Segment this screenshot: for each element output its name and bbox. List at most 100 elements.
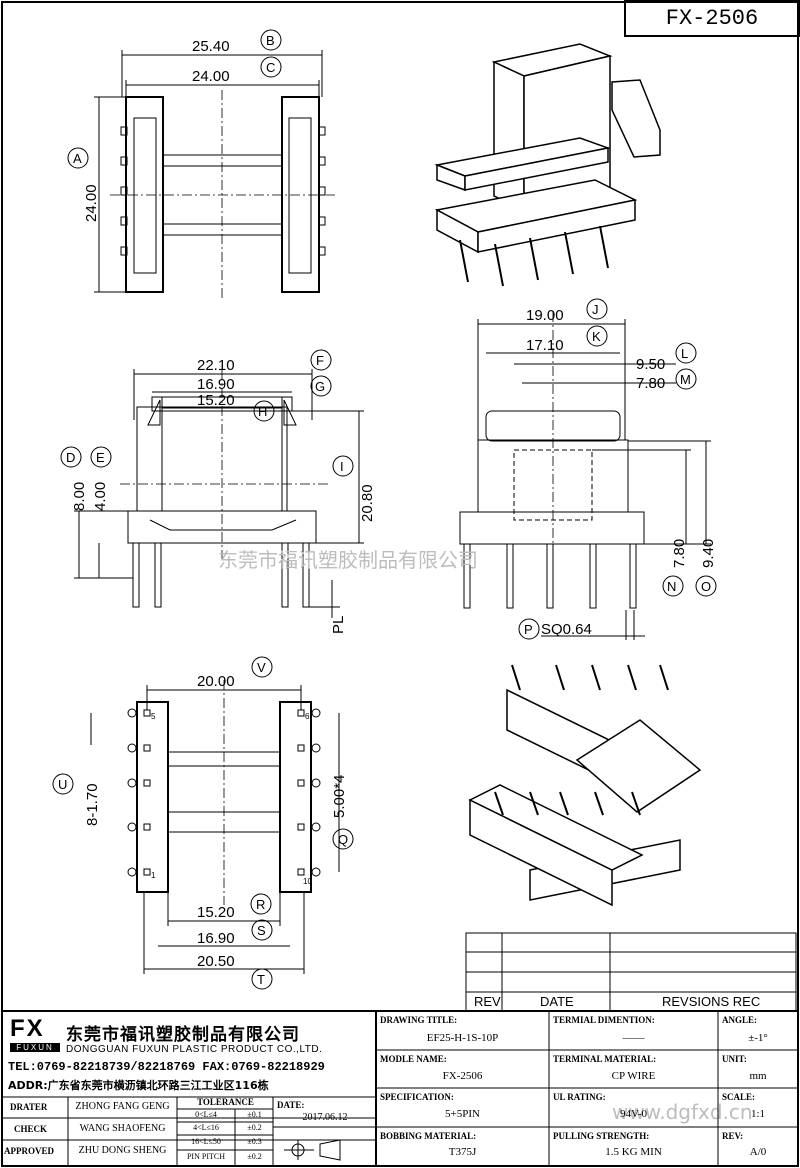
drawing-title-label: DRAWING TITLE: xyxy=(380,1015,458,1025)
dim-q-value: 5.00*4 xyxy=(331,775,348,818)
pin-10-label: 10 xyxy=(303,877,312,886)
company-logo-sub: FUXUN xyxy=(10,1043,60,1052)
scale-value: 1:1 xyxy=(750,1108,766,1120)
dim-h-label: H xyxy=(258,404,267,419)
specification-label: SPECIFICATION: xyxy=(380,1092,454,1102)
dim-f-label: F xyxy=(316,353,324,368)
drater-label: DRATER xyxy=(10,1102,48,1112)
terminal-dimention-label: TERMIAL DIMENTION: xyxy=(553,1015,655,1025)
isometric-view-top xyxy=(434,43,661,287)
dim-h-value: 15.20 xyxy=(197,392,235,409)
module-name-label: MODLE NAME: xyxy=(380,1054,447,1064)
dim-k-label: K xyxy=(592,329,601,344)
dim-c-label: C xyxy=(266,60,275,75)
bobbing-material-label: BOBBING MATERIAL: xyxy=(380,1131,477,1141)
dim-g-value: 16.90 xyxy=(197,376,235,393)
drater-name: ZHONG FANG GENG xyxy=(75,1101,170,1112)
tolerance-value-1: ±0.1 xyxy=(247,1110,262,1119)
tolerance-range-1: 0<L≤4 xyxy=(195,1110,217,1119)
pin-6-label: 6 xyxy=(305,712,310,721)
top-pins xyxy=(120,126,326,256)
dim-pl: PL xyxy=(330,616,347,634)
approved-label: APPROVED xyxy=(4,1146,54,1156)
dim-i-label: I xyxy=(340,459,344,474)
tolerance-title: TOLERANCE xyxy=(197,1097,254,1107)
dim-k-value: 17.10 xyxy=(526,337,564,354)
bottom-left-rail xyxy=(136,701,169,893)
approved-name: ZHU DONG SHENG xyxy=(78,1145,167,1156)
top-right-flange xyxy=(281,96,320,293)
date-label: DATE: xyxy=(277,1100,305,1110)
dim-p-value: SQ0.64 xyxy=(541,621,592,638)
watermark-site: www.dgfxd.cn xyxy=(612,1100,753,1124)
dim-s-value: 16.90 xyxy=(197,930,235,947)
module-name-value: FX-2506 xyxy=(442,1070,483,1082)
bottom-right-rail xyxy=(279,701,312,893)
ul-rating-label: UL RATING: xyxy=(553,1092,606,1102)
dim-d-value: 8.00 xyxy=(71,482,88,511)
tolerance-value-4: ±0.2 xyxy=(247,1152,262,1161)
revisions-header: REVSIONS REC xyxy=(662,994,760,1009)
tolerance-range-4: PIN PITCH xyxy=(186,1152,225,1161)
dim-e-label: E xyxy=(96,450,105,465)
pin-5-label: 5 xyxy=(151,712,156,721)
pin-1-label: 1 xyxy=(151,871,156,880)
dim-s-label: S xyxy=(257,923,266,938)
company-name-en: DONGGUAN FUXUN PLASTIC PRODUCT CO.,LTD. xyxy=(66,1044,323,1055)
unit-label: UNIT: xyxy=(722,1054,747,1064)
dim-n-value: 7.80 xyxy=(671,539,688,568)
bobbing-material-value: T375J xyxy=(448,1146,477,1158)
terminal-material-label: TERMINAL MATERIAL: xyxy=(553,1054,657,1064)
dim-o-value: 9.40 xyxy=(700,539,717,568)
tolerance-value-2: ±0.2 xyxy=(247,1123,262,1132)
dim-u-value: 8-1.70 xyxy=(84,783,101,826)
angle-label: ANGLE: xyxy=(722,1015,758,1025)
dim-b-value: 25.40 xyxy=(192,38,230,55)
tolerance-range-2: 4<L≤16 xyxy=(193,1123,219,1132)
dim-j-value: 19.00 xyxy=(526,307,564,324)
bottom-view: 5 1 6 10 20.00 V 8-1.70 U 5.00*4 Q 15.20… xyxy=(52,656,354,990)
dim-j-label: J xyxy=(592,302,599,317)
pulling-strength-label: PULLING STRENGTH: xyxy=(553,1131,650,1141)
rev-value: A/0 xyxy=(749,1146,767,1158)
dim-m-label: M xyxy=(680,372,691,387)
top-right-flange-inner xyxy=(288,117,312,274)
company-tel: TEL:0769-82218739/82218769 FAX:0769-8221… xyxy=(8,1060,325,1074)
rev-label: REV: xyxy=(722,1131,744,1141)
specification-value: 5+5PIN xyxy=(445,1108,480,1120)
ul-rating-value: 94V-0 xyxy=(619,1108,648,1120)
dim-f-value: 22.10 xyxy=(197,357,235,374)
terminal-dimention-value: —— xyxy=(622,1032,645,1044)
company-logo: FX xyxy=(10,1015,45,1042)
top-left-flange xyxy=(125,96,164,293)
dim-p-label: P xyxy=(524,622,533,637)
title-block-frame xyxy=(1,1010,799,1167)
terminal-material-value: CP WIRE xyxy=(611,1070,656,1082)
dim-t-label: T xyxy=(257,972,265,987)
dim-a-label: A xyxy=(73,151,82,166)
scale-label: SCALE: xyxy=(722,1092,756,1102)
dim-g-label: G xyxy=(315,379,325,394)
bottom-pins-left xyxy=(127,708,151,877)
dim-n-label: N xyxy=(667,579,676,594)
dim-o-label: O xyxy=(701,579,711,594)
side-view: 19.00 J 17.10 K 9.50 L 7.80 M 7.80 9.40 … xyxy=(459,298,717,640)
watermark-cn: 东莞市福讯塑胶制品有限公司 xyxy=(218,548,478,572)
dim-e-value: 4.00 xyxy=(92,482,109,511)
dim-v-value: 20.00 xyxy=(197,673,235,690)
company-name-cn: 东莞市福讯塑胶制品有限公司 xyxy=(66,1025,300,1045)
revision-table: REV DATE REVSIONS REC xyxy=(465,932,797,1012)
top-left-flange-inner xyxy=(133,117,157,274)
isometric-view-bottom xyxy=(468,664,702,907)
dim-v-label: V xyxy=(257,660,266,675)
dim-t-value: 20.50 xyxy=(197,953,235,970)
tolerance-value-3: ±0.3 xyxy=(247,1137,262,1146)
dim-u-label: U xyxy=(58,777,67,792)
dim-b-label: B xyxy=(266,33,275,48)
dim-i-value: 20.80 xyxy=(359,484,376,522)
unit-value: mm xyxy=(749,1070,767,1082)
dim-l-label: L xyxy=(681,346,688,361)
check-label: CHECK xyxy=(14,1124,48,1134)
dim-r-label: R xyxy=(256,897,265,912)
